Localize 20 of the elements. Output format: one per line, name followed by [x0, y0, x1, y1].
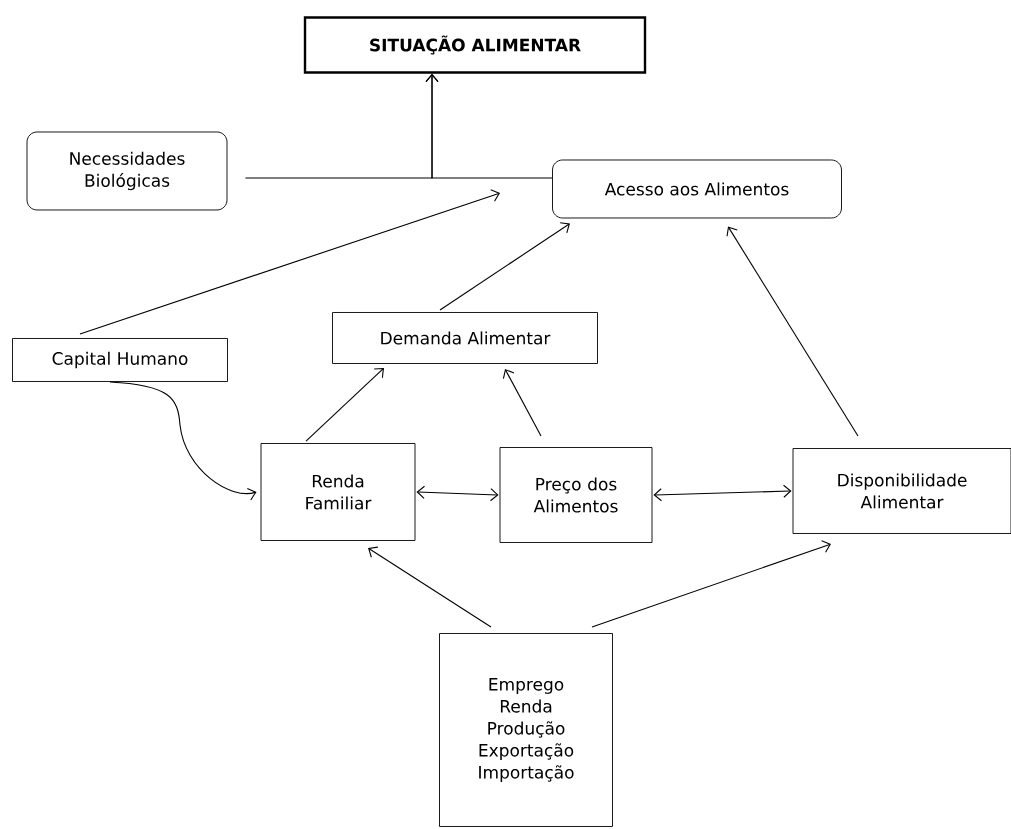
arrow: [305, 367, 384, 442]
rounded-box: Acesso aos Alimentos: [552, 159, 842, 219]
process-box: Demanda Alimentar: [332, 312, 598, 364]
arrow: [109, 381, 257, 501]
title-box: SITUAÇÃO ALIMENTAR: [303, 16, 647, 74]
arrow: [591, 540, 831, 628]
arrow: [368, 546, 492, 628]
rounded-box: Necessidades Biológicas: [26, 131, 228, 211]
process-box: Disponibilidade Alimentar: [792, 448, 1011, 534]
arrow: [425, 73, 553, 179]
process-box: Capital Humano: [12, 338, 228, 382]
arrow: [416, 485, 499, 502]
arrow: [726, 226, 859, 437]
arrow: [79, 189, 501, 335]
arrow: [502, 368, 542, 437]
arrow: [653, 484, 792, 502]
arrow: [439, 222, 570, 311]
process-box: Preço dos Alimentos: [499, 447, 653, 543]
process-box: Emprego Renda Produção Exportação Importação: [439, 633, 613, 827]
process-box: Renda Familiar: [260, 443, 416, 541]
